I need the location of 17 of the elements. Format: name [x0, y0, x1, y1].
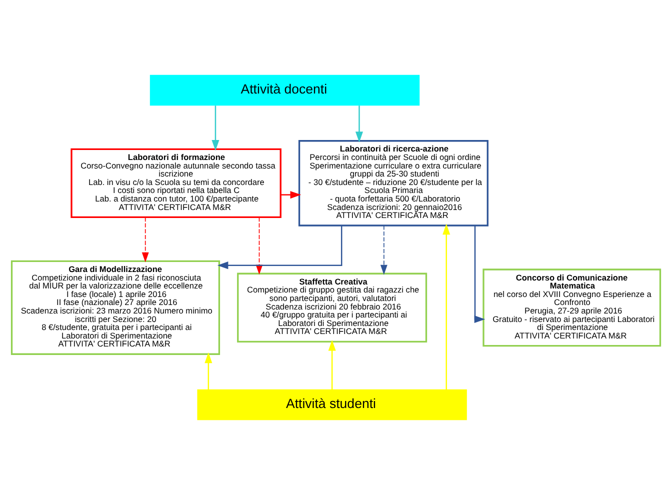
arrow [380, 225, 388, 275]
arrow [355, 106, 364, 142]
node-box: Laboratori di ricerca-azione Percorsi in continuità per Scuole di ogni ordine Sperimentazione curriculare o extra curriculare gruppi da 25-30 studenti - 30 €/studente – riduzione 20 €/studente per la Scuola Primaria - quota forfettaria 500 €/Laboratorio Scadenza iscrizioni: 20 gennaio2016 ATTIVITA' CERTIFICATA M&R [298, 140, 488, 226]
arrow [280, 191, 302, 199]
node-box: Attività docenti [150, 74, 420, 106]
node-box: Gara di Modellizzazione Competizione individuale in 2 fasi riconosciuta dal MIUR per la valorizzazione delle eccellenze I fase (locale) 1 aprile 2016 II fase (nazionale) 27 aprile 2016 Scadenza iscrizioni: 23 marzo 2016 Numero minimo iscritti per Sezione: 20 8 €/studente, gratuita per i partecipanti ai Laboratori di Sperimentazione ATTIVITA' CERTIFICATA M&R [10, 260, 220, 355]
arrow [474, 226, 486, 324]
arrow [442, 224, 450, 390]
node-box: Staffetta Creativa Competizione di gruppo gestita dai ragazzi che sono partecipanti, autori, valutatori Scadenza iscrizioni 20 febbraio 2016 40 €/gruppo gratuita per i partecipanti ai Laboratori di Sperimentazione ATTIVITA' CERTIFICATA M&R [237, 272, 428, 342]
arrow [217, 226, 342, 270]
node-box: Laboratori di formazione Corso-Convegno nazionale autunnale secondo tassa iscrizione Lab. in visu c/o la Scuola su temi da concordare I costi sono riportati nella tabella C Lab. a distanza con tutor, 100 €/partecipante ATTIVITA' CERTIFICATA M&R [70, 148, 282, 218]
arrow [142, 217, 149, 262]
arrow [204, 352, 212, 390]
arrow [212, 106, 220, 151]
node-box: Attività studenti [197, 389, 467, 420]
node-box: Concorso di Comunicazione Matematica nel corso del XVIII Convegno Esperienze a Confronto Perugia, 27-29 aprile 2016 Gratuito - riservato ai partecipanti Laboratori di Sperimentazione ATTIVITA' CERTIFICATA M&R [482, 268, 662, 347]
arrow [328, 340, 336, 390]
